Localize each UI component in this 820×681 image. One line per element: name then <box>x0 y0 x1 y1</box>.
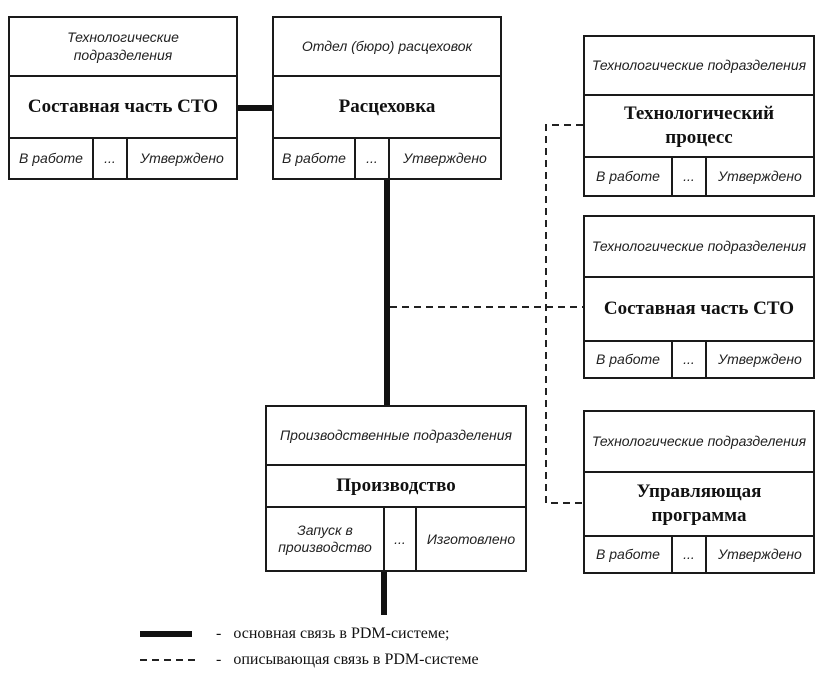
lifecycle-states: В работе ... Утверждено <box>585 537 813 572</box>
department-label: Отдел (бюро) расцеховок <box>274 18 500 77</box>
department-label: Технологические подразделения <box>585 37 813 96</box>
state-approved: Утверждено <box>705 537 813 572</box>
dashed-line-symbol <box>140 659 196 661</box>
department-label: Технологические подразделения <box>10 18 236 77</box>
lifecycle-states: Запуск в производство ... Изготовлено <box>267 508 525 570</box>
legend-main-link-text: основная связь в PDM-системе; <box>233 625 450 642</box>
object-title: Составная часть СТО <box>10 77 236 139</box>
tech-process-box[interactable]: Технологические подразделения Технологич… <box>583 35 815 197</box>
lifecycle-states: В работе ... Утверждено <box>585 342 813 377</box>
production-box[interactable]: Производственные подразделения Производс… <box>265 405 527 572</box>
sto-component-right-box[interactable]: Технологические подразделения Составная … <box>583 215 815 379</box>
razcehovka-box[interactable]: Отдел (бюро) расцеховок Расцеховка В раб… <box>272 16 502 180</box>
state-approved: Утверждено <box>126 139 236 178</box>
lifecycle-states: В работе ... Утверждено <box>585 158 813 195</box>
control-program-box[interactable]: Технологические подразделения Управляюща… <box>583 410 815 574</box>
state-manufactured: Изготовлено <box>415 508 525 570</box>
object-title: Технологический процесс <box>585 96 813 158</box>
state-in-work: В работе <box>596 351 660 368</box>
legend-main-link: - основная связь в PDM-системе; <box>140 625 449 643</box>
object-title: Расцеховка <box>274 77 500 139</box>
sto-component-box[interactable]: Технологические подразделения Составная … <box>8 16 238 180</box>
state-in-work: В работе <box>596 168 660 185</box>
legend-describing-link-text: описывающая связь в PDM-системе <box>233 651 479 668</box>
legend-describing-link: - описывающая связь в PDM-системе <box>140 651 479 669</box>
solid-line-symbol <box>140 631 192 637</box>
legend-dash: - <box>216 625 222 642</box>
state-ellipsis: ... <box>354 139 388 178</box>
object-title: Управляющая программа <box>585 473 813 537</box>
state-ellipsis: ... <box>671 537 705 572</box>
state-in-work: В работе <box>282 150 346 167</box>
state-approved: Утверждено <box>705 158 813 195</box>
state-ellipsis: ... <box>671 342 705 377</box>
state-ellipsis: ... <box>383 508 415 570</box>
lifecycle-states: В работе ... Утверждено <box>10 139 236 178</box>
state-approved: Утверждено <box>388 139 500 178</box>
state-approved: Утверждено <box>705 342 813 377</box>
object-title: Составная часть СТО <box>585 278 813 342</box>
department-label: Технологические подразделения <box>585 217 813 278</box>
object-title: Производство <box>267 466 525 508</box>
lifecycle-states: В работе ... Утверждено <box>274 139 500 178</box>
department-label: Производственные подразделения <box>267 407 525 466</box>
department-label: Технологические подразделения <box>585 412 813 473</box>
describe-link-vertical <box>545 124 583 504</box>
state-launch: Запуск в производство <box>278 522 372 555</box>
legend-dash: - <box>216 651 222 668</box>
state-in-work: В работе <box>19 150 83 167</box>
state-ellipsis: ... <box>92 139 126 178</box>
state-ellipsis: ... <box>671 158 705 195</box>
state-in-work: В работе <box>596 546 660 563</box>
